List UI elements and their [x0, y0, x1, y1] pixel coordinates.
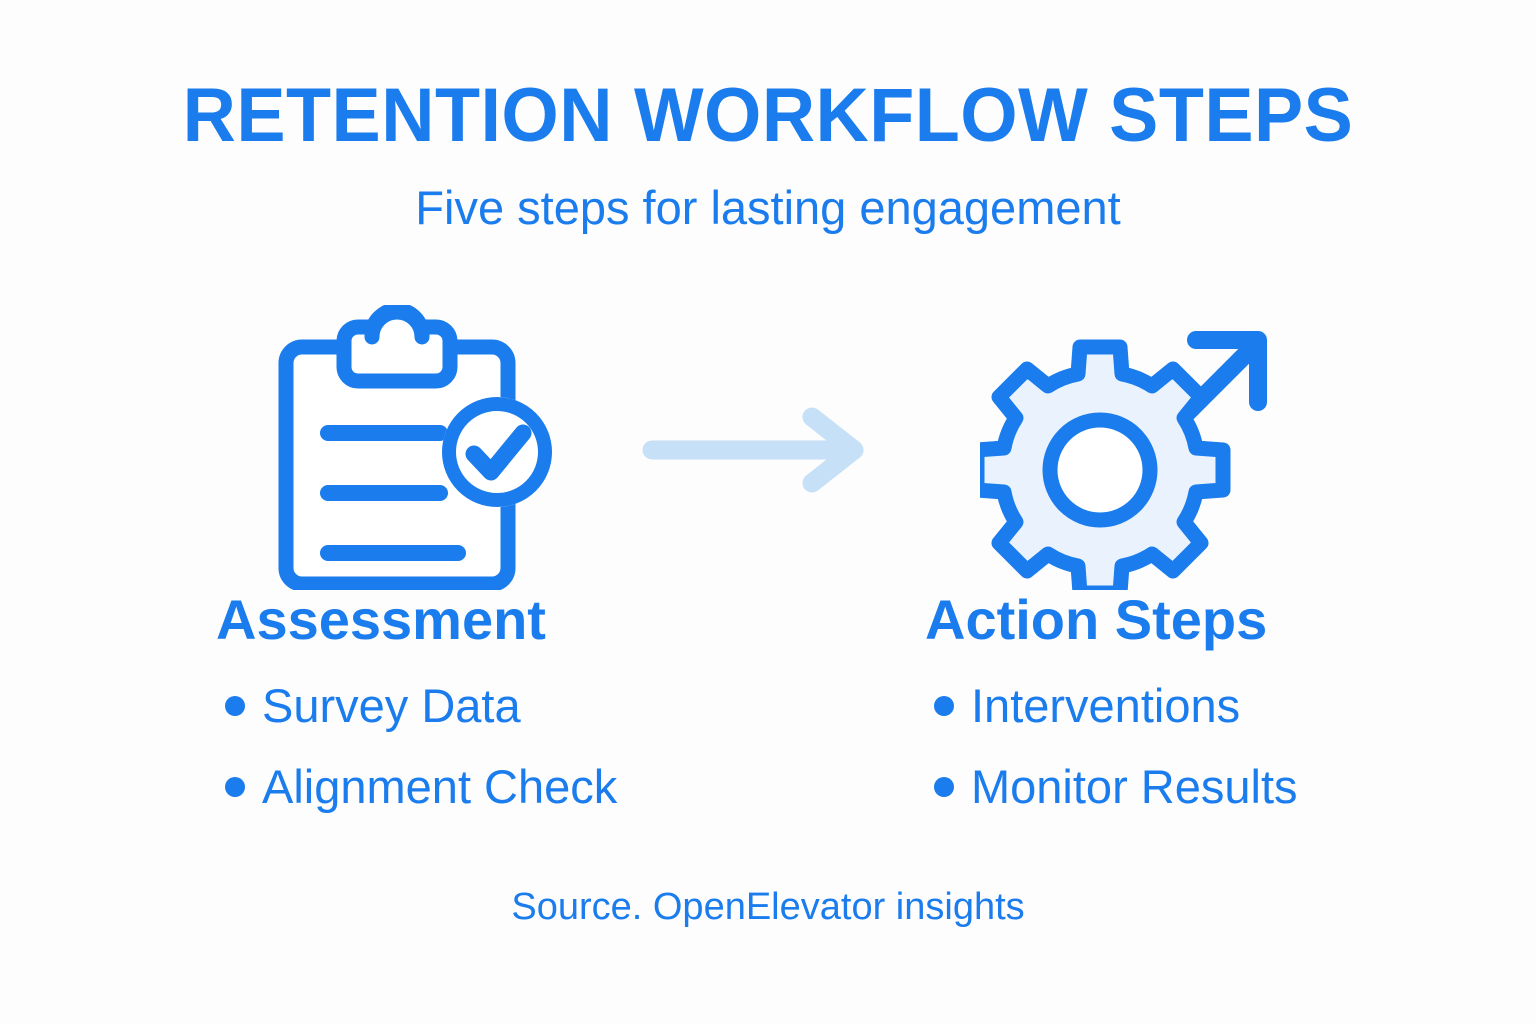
- source-attribution: Source. OpenElevator insights: [511, 886, 1025, 928]
- gear-growth-arrow-icon: [969, 310, 1280, 601]
- bullet-dot-icon: [934, 776, 954, 797]
- column-action-steps: Action Steps Interventions Monitor Resul…: [925, 592, 1485, 844]
- column-heading-assessment: Assessment: [216, 588, 546, 651]
- column-heading-action-steps: Action Steps: [925, 588, 1268, 651]
- bullet-dot-icon: [934, 695, 954, 716]
- page-subtitle: Five steps for lasting engagement: [415, 181, 1121, 234]
- footer-block: Source. OpenElevator insights: [0, 888, 1536, 926]
- page-title: RETENTION WORKFLOW STEPS: [182, 73, 1354, 158]
- list-item: Survey Data: [216, 682, 776, 729]
- right-arrow-icon: [640, 405, 880, 495]
- clipboard-check-icon: [268, 302, 568, 592]
- list-item: Interventions: [925, 682, 1485, 729]
- header-block: RETENTION WORKFLOW STEPS Five steps for …: [0, 73, 1536, 234]
- bullet-list-assessment: Survey Data Alignment Check: [216, 682, 776, 810]
- icon-row: [0, 300, 1536, 601]
- column-assessment: Assessment Survey Data Alignment Check: [216, 592, 776, 844]
- list-item-label: Monitor Results: [971, 760, 1298, 813]
- list-item-label: Survey Data: [262, 679, 521, 732]
- bullet-dot-icon: [225, 776, 245, 797]
- bullet-dot-icon: [225, 695, 245, 716]
- list-item: Monitor Results: [925, 763, 1485, 810]
- bullet-list-action-steps: Interventions Monitor Results: [925, 682, 1485, 810]
- list-item-label: Interventions: [971, 679, 1241, 732]
- list-item-label: Alignment Check: [262, 760, 618, 813]
- list-item: Alignment Check: [216, 763, 776, 810]
